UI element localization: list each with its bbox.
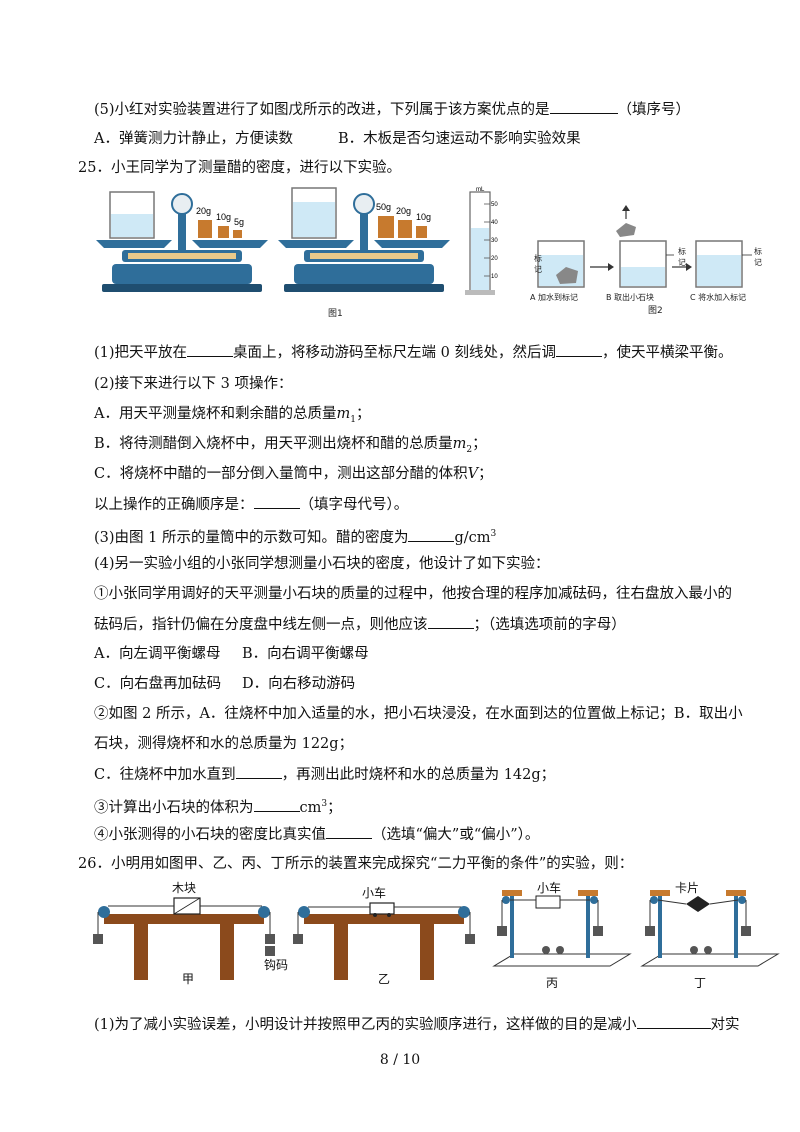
q25-op-a: A．用天平测量烧杯和剩余醋的总质量m1；: [94, 406, 371, 425]
cylinder-ticks: 50 40 30 20 10: [484, 202, 498, 280]
balance-left: 20g 10g 5g: [96, 191, 268, 292]
caption-yi: 乙: [378, 972, 391, 986]
balance-right: 50g 20g 10g: [278, 187, 450, 292]
answer-blank[interactable]: [556, 342, 602, 357]
caption-bing: 丙: [546, 976, 559, 990]
q25-part2: (2)接下来进行以下 3 项操作：: [94, 376, 293, 392]
label-cart: 小车: [362, 886, 387, 900]
answer-blank[interactable]: [187, 342, 234, 357]
step-caption-b: B 取出小石块: [606, 293, 655, 302]
figure-q26-apparatus: [93, 890, 780, 980]
answer-blank[interactable]: [235, 764, 282, 779]
answer-blank[interactable]: [549, 99, 618, 114]
caption-ding: 丁: [694, 976, 707, 990]
beaker-c: [695, 240, 752, 288]
q26-stem: 26．小明用如图甲、乙、丙、丁所示的装置来完成探究“二力平衡的条件”的实验，则：: [78, 856, 634, 872]
table-yi: [293, 902, 475, 980]
answer-blank[interactable]: [427, 614, 474, 629]
table-jia: [93, 897, 275, 980]
figure-2-beakers: [537, 205, 752, 288]
graduated-cylinder: mL 50 40 30 20 10: [465, 187, 498, 295]
beaker-a: [537, 240, 585, 288]
answer-blank[interactable]: [326, 824, 372, 839]
page-total: 10: [402, 1052, 421, 1068]
answer-blank[interactable]: [408, 527, 455, 542]
weight-label: 50g: [376, 202, 391, 212]
cylinder-tick-label: 10: [491, 274, 498, 280]
q25-step2-line2: 石块，测得烧杯和水的总质量为 122g；: [94, 736, 354, 752]
figure-1-caption: 图1: [328, 309, 343, 319]
q25-part4: (4)另一实验小组的小张同学想测量小石块的密度，他设计了如下实验：: [94, 556, 550, 572]
q25-choices-cd: C．向右盘再加砝码 D．向右移动游码: [94, 676, 356, 692]
q26-part1: (1)为了减小实验误差，小明设计并按照甲乙丙的实验顺序进行，这样做的目的是减小对…: [94, 1014, 740, 1035]
page-footer: 8 / 10: [379, 1052, 421, 1068]
caption-jia: 甲: [182, 972, 195, 986]
page-number: 8: [379, 1052, 389, 1068]
label-weight: 钩码: [264, 958, 289, 972]
q25-order: 以上操作的正确顺序是：（填字母代号）。: [94, 494, 408, 515]
q25-step2-line3: C．往烧杯中加水直到，再测出此时烧杯和水的总质量为 142g；: [94, 764, 555, 785]
weight-label: 10g: [216, 212, 231, 222]
cylinder-tick-label: 20: [491, 256, 498, 262]
q25-choices-ab: A．向左调平衡螺母 B．向右调平衡螺母: [94, 646, 369, 662]
label-block: 木块: [172, 881, 197, 895]
step-caption-a: A 加水到标记: [530, 293, 579, 302]
weight-label: 10g: [416, 212, 431, 222]
figure-2-caption: 图2: [648, 306, 663, 316]
weight-label: 20g: [396, 206, 411, 216]
stand-ding: [640, 890, 780, 967]
stand-bing: [492, 890, 632, 967]
cylinder-tick-label: 30: [491, 238, 498, 244]
cylinder-unit: mL: [476, 187, 485, 193]
q25-op-b: B．将待测醋倒入烧杯中，用天平测出烧杯和醋的总质量m2；: [94, 436, 487, 455]
q24-options: A．弹簧测力计静止，方便读数 B．木板是否匀速运动不影响实验效果: [94, 131, 581, 147]
q25-stem: 25．小王同学为了测量醋的密度，进行以下实验。: [78, 160, 401, 176]
q25-op-c: C．将烧杯中醋的一部分倒入量筒中，测出这部分醋的体积V；: [94, 466, 493, 482]
weight-label: 5g: [234, 217, 244, 227]
answer-blank[interactable]: [253, 797, 300, 812]
step-caption-c: C 将水加入标记: [690, 293, 747, 302]
q25-step2-line1: ②如图 2 所示，A．往烧杯中加入适量的水，把小石块浸没，在水面到达的位置做上标…: [94, 706, 743, 722]
weight-label: 20g: [196, 206, 211, 216]
mark-label: 标记: [754, 247, 762, 267]
mark-label: 标记: [678, 247, 686, 267]
cylinder-tick-label: 50: [491, 202, 498, 208]
figure-1-balances: 20g 10g 5g 50g 20g 10g: [96, 187, 450, 292]
q25-part1: (1)把天平放在桌面上，将移动游码至标尺左端 0 刻线处，然后调，使天平横梁平衡…: [94, 342, 733, 363]
beaker-b: [616, 205, 667, 288]
label-cart: 小车: [537, 881, 562, 895]
answer-blank[interactable]: [636, 1014, 711, 1029]
q24-part5: (5)小红对实验装置进行了如图戊所示的改进，下列属于该方案优点的是（填序号）: [94, 99, 690, 120]
label-card: 卡片: [675, 881, 700, 895]
mark-label: 标记: [534, 254, 542, 274]
q25-step4: ④小张测得的小石块的密度比真实值（选填“偏大”或“偏小”）。: [94, 824, 539, 845]
q25-step1-line1: ①小张同学用调好的天平测量小石块的质量的过程中，他按合理的程序加减砝码，往右盘放…: [94, 586, 732, 602]
answer-blank[interactable]: [253, 494, 300, 509]
cylinder-tick-label: 40: [491, 220, 498, 226]
q25-step1-line2: 砝码后，指针仍偏在分度盘中线左侧一点，则他应该；（选填选项前的字母）: [94, 614, 626, 635]
